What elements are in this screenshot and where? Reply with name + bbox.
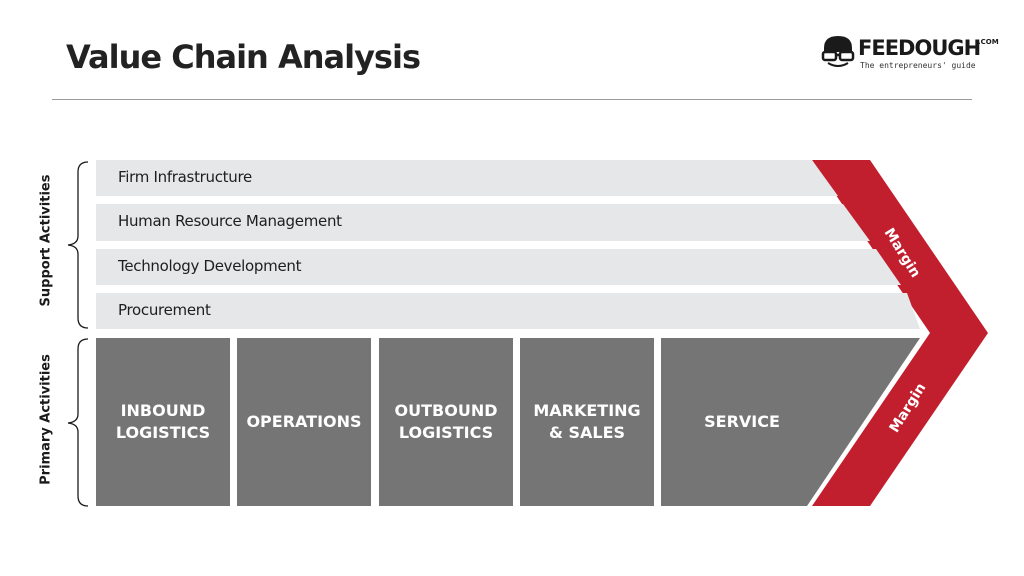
logo-wordmark: FEEDOUGH xyxy=(858,36,981,60)
support-bar-procurement xyxy=(96,293,920,329)
primary-label-outbound-logistics: OUTBOUND LOGISTICS xyxy=(394,401,498,442)
support-activities-label: Support Activities xyxy=(38,174,54,307)
support-bar-firm-infrastructure xyxy=(96,160,838,196)
margin-chevron xyxy=(812,160,988,506)
primary-box-operations xyxy=(237,338,371,506)
support-label-procurement: Procurement xyxy=(118,301,211,319)
header-divider xyxy=(52,99,972,100)
page-title: Value Chain Analysis xyxy=(66,38,421,76)
primary-box-outbound-logistics xyxy=(379,338,513,506)
support-bracket xyxy=(67,161,89,329)
primary-box-service xyxy=(661,338,920,506)
logo-tagline: The entrepreneurs' guide xyxy=(860,61,976,70)
logo-suffix: .COM xyxy=(978,38,999,46)
primary-box-inbound-logistics xyxy=(96,338,230,506)
support-label-human-resource-management: Human Resource Management xyxy=(118,212,342,230)
primary-label-operations: OPERATIONS xyxy=(246,412,362,431)
logo-face-icon xyxy=(821,36,855,67)
support-label-firm-infrastructure: Firm Infrastructure xyxy=(118,168,252,186)
feedough-logo: FEEDOUGH .COM The entrepreneurs' guide xyxy=(820,34,999,74)
support-bar-human-resource-management xyxy=(96,204,870,241)
primary-label-service: SERVICE xyxy=(704,412,780,431)
support-label-technology-development: Technology Development xyxy=(118,257,302,275)
primary-activities-label: Primary Activities xyxy=(38,354,54,485)
primary-bracket xyxy=(67,338,89,507)
primary-label-marketing-sales: MARKETING & SALES xyxy=(533,401,641,442)
support-bar-technology-development xyxy=(96,249,901,285)
primary-label-inbound-logistics: INBOUND LOGISTICS xyxy=(115,401,211,442)
primary-box-marketing-sales xyxy=(520,338,654,506)
